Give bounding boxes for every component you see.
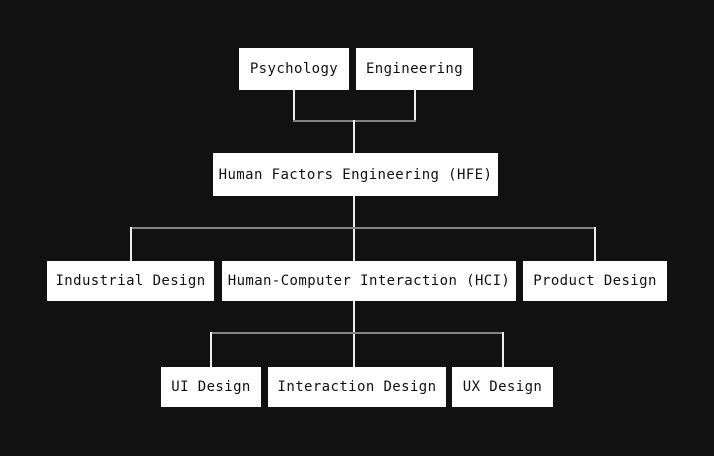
edge-join-to-hfe xyxy=(353,120,355,153)
edge-to-ui-design xyxy=(210,332,212,367)
edge-mid-spread-horizontal xyxy=(130,227,596,229)
node-product-design: Product Design xyxy=(523,261,667,301)
edge-to-product-design xyxy=(594,227,596,261)
node-psychology: Psychology xyxy=(239,48,349,90)
edge-to-ux-design xyxy=(502,332,504,367)
node-ui-design: UI Design xyxy=(161,367,261,407)
node-engineering: Engineering xyxy=(356,48,473,90)
node-interaction-design: Interaction Design xyxy=(268,367,446,407)
node-human-computer-interaction: Human-Computer Interaction (HCI) xyxy=(222,261,516,301)
edge-to-industrial-design xyxy=(130,227,132,261)
node-human-factors-engineering: Human Factors Engineering (HFE) xyxy=(213,153,498,196)
edge-low-spread-horizontal xyxy=(210,332,504,334)
node-ux-design: UX Design xyxy=(452,367,553,407)
edge-hci-to-interaction-design xyxy=(353,301,355,367)
edge-engineering-to-join xyxy=(414,90,416,122)
edge-psychology-to-join xyxy=(293,90,295,122)
node-industrial-design: Industrial Design xyxy=(47,261,214,301)
